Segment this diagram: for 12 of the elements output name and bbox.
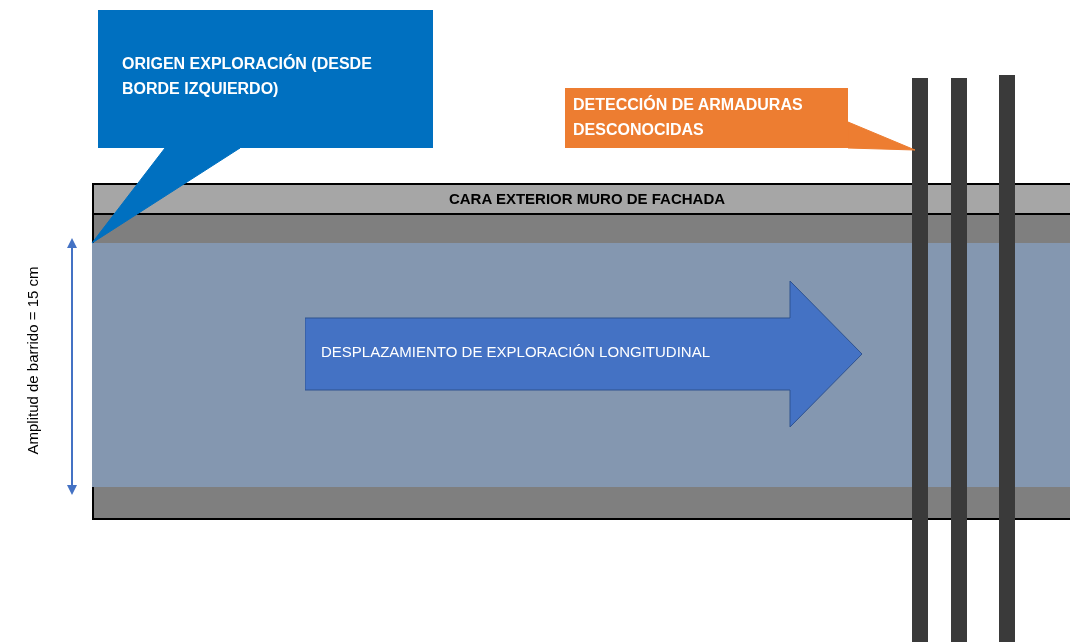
rebar bbox=[999, 75, 1015, 642]
callout-box: DETECCIÓN DE ARMADURAS DESCONOCIDAS bbox=[565, 88, 848, 148]
block-arrow bbox=[305, 281, 862, 427]
callout-tail bbox=[91, 147, 241, 244]
rebar bbox=[951, 78, 967, 642]
rebar bbox=[912, 78, 928, 642]
wall-section bbox=[92, 183, 1070, 520]
wall-heading: CARA EXTERIOR MURO DE FACHADA bbox=[94, 185, 1070, 215]
scan-zone bbox=[92, 243, 1070, 487]
arrow-label: DESPLAZAMIENTO DE EXPLORACIÓN LONGITUDINAL bbox=[321, 343, 710, 360]
dimension-label: Amplitud de barrido = 15 cm bbox=[22, 265, 42, 457]
callout-tail bbox=[847, 121, 916, 151]
